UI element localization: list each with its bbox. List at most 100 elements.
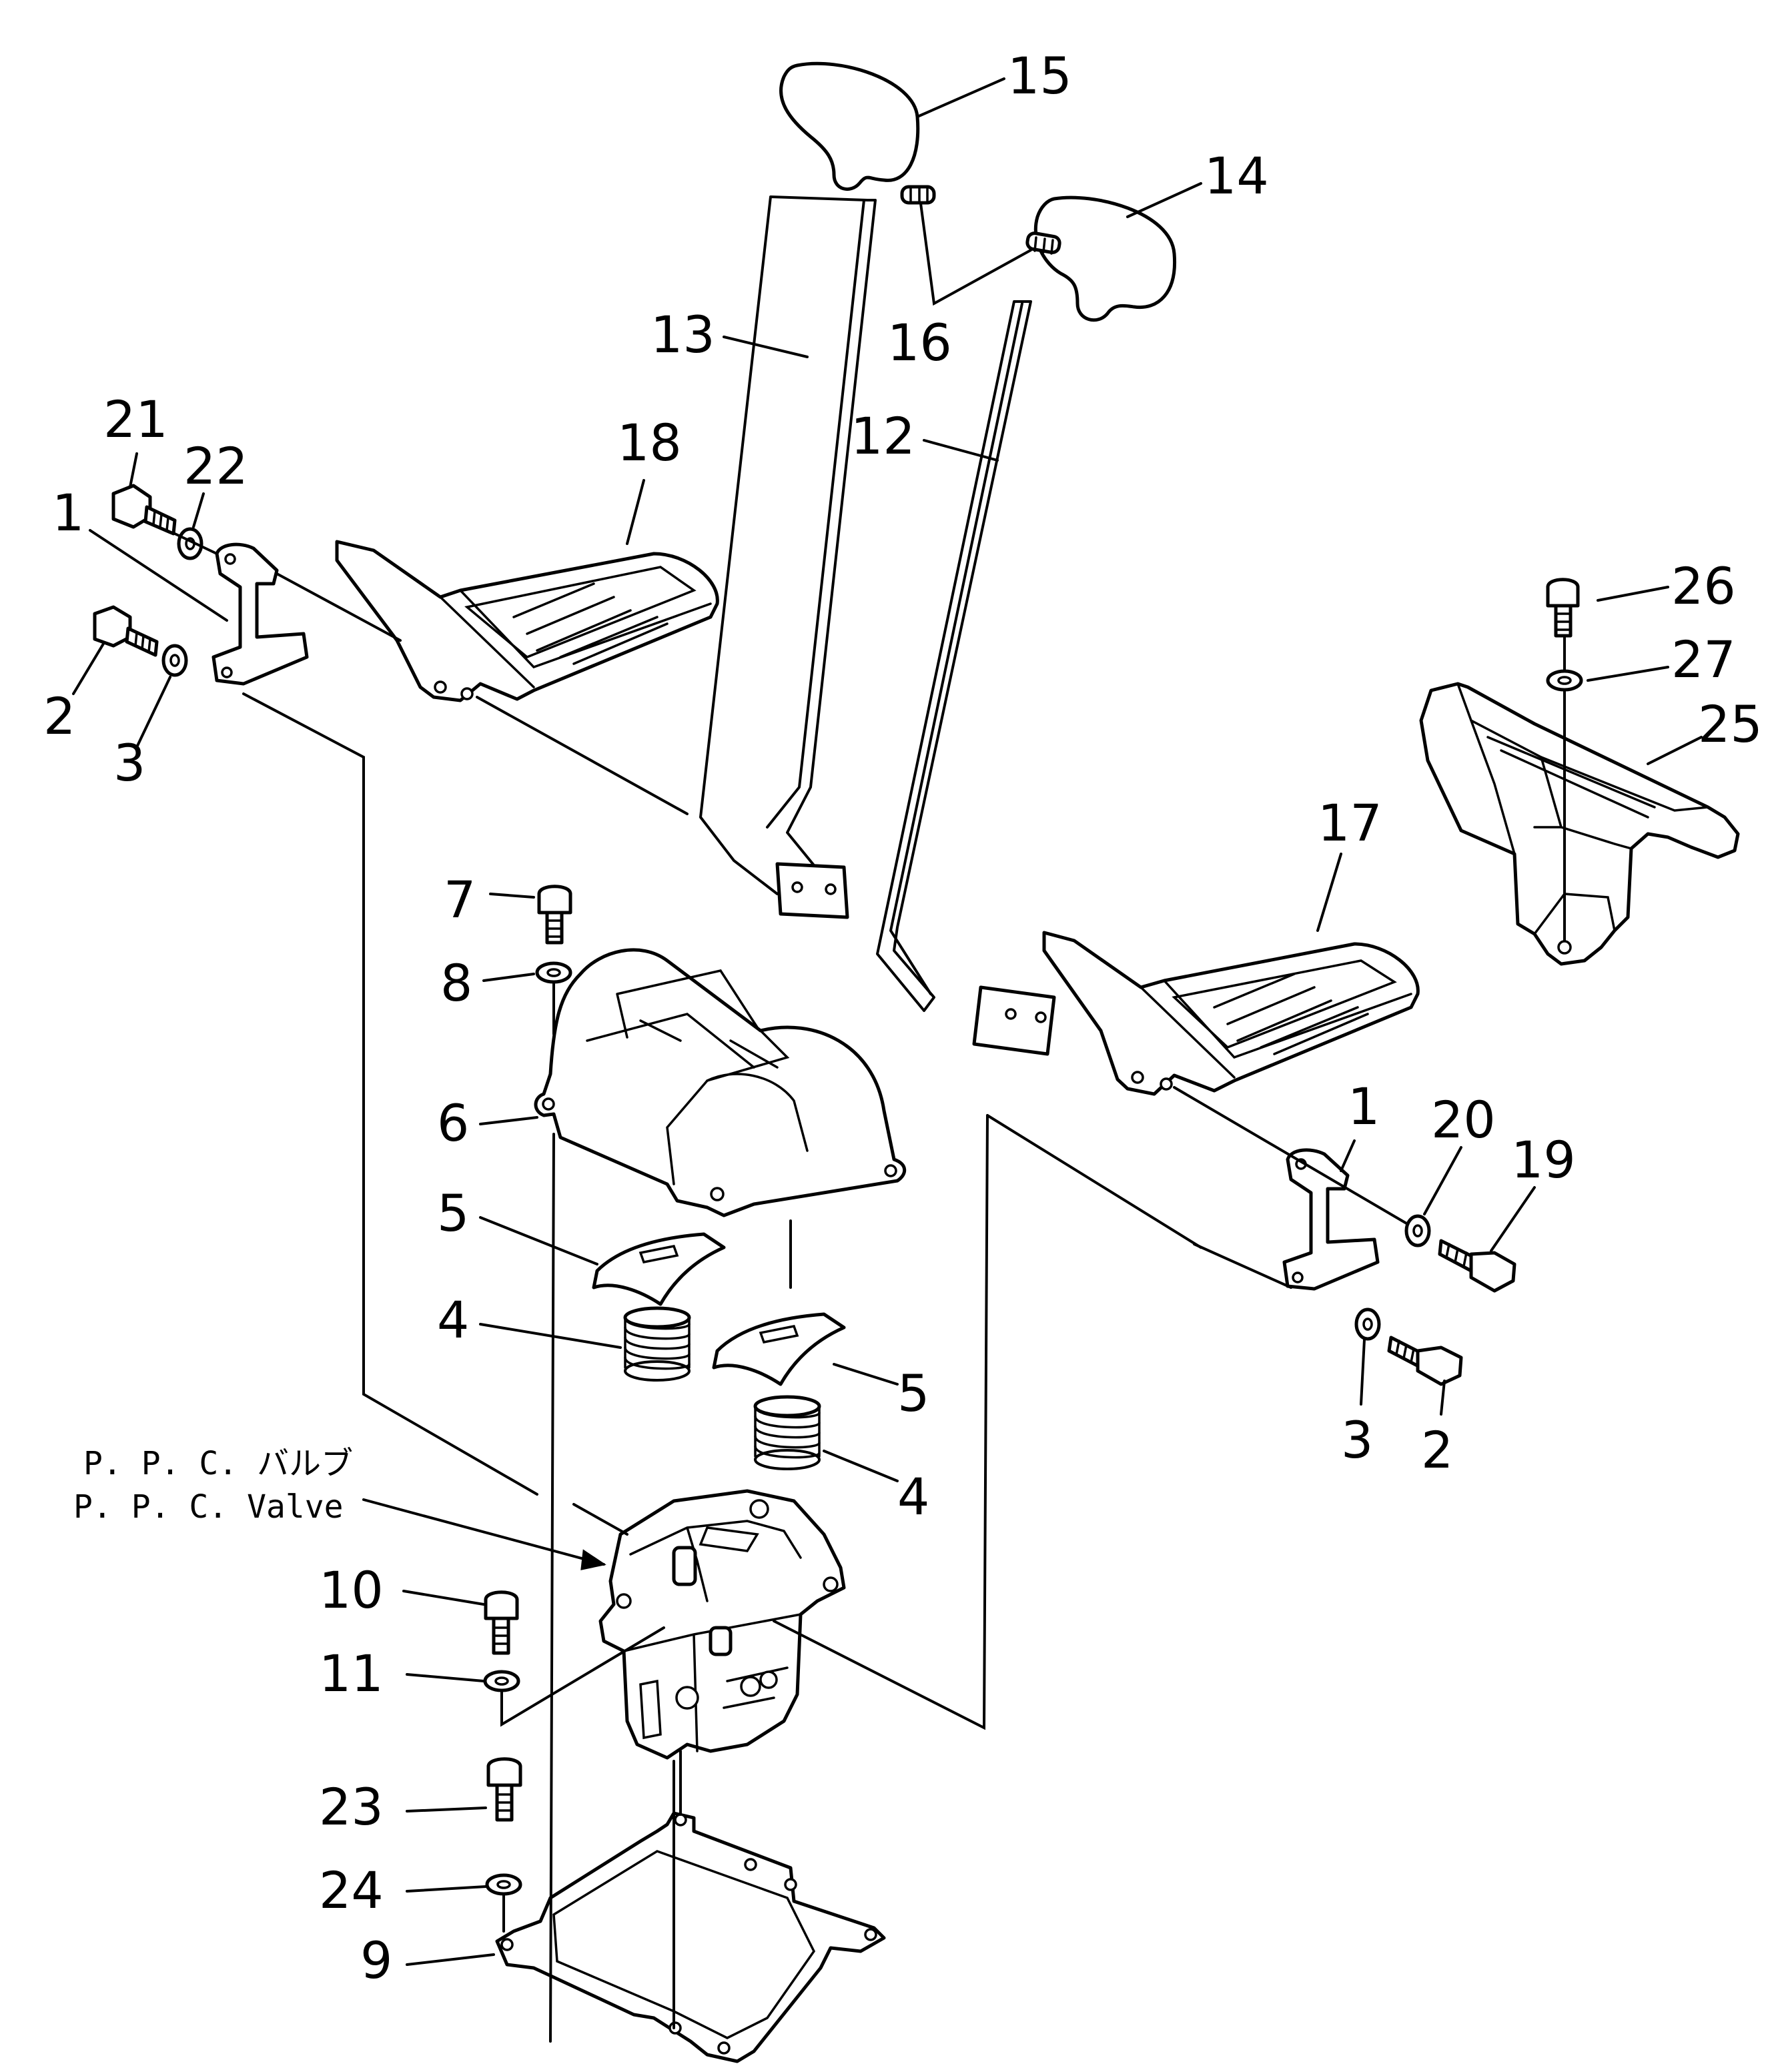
leader-1a bbox=[89, 529, 228, 622]
axis-left-bolt bbox=[173, 532, 218, 555]
leader-9 bbox=[406, 1953, 495, 1966]
valve-label-en: P. P. C. Valve bbox=[73, 1488, 344, 1526]
leader-3b bbox=[1360, 1338, 1366, 1406]
callout-13: 13 bbox=[650, 305, 715, 364]
axis-cover-mount bbox=[549, 983, 555, 2043]
leader-21 bbox=[129, 452, 138, 488]
valve-label-jp: P. P. C. バルブ bbox=[83, 1445, 353, 1482]
ppc-valve bbox=[598, 1489, 846, 1760]
lever-12 bbox=[876, 300, 1032, 1012]
leader-2b bbox=[1440, 1380, 1446, 1416]
bolt-23 bbox=[486, 1757, 522, 1787]
leader-22 bbox=[192, 492, 205, 528]
callout-10: 10 bbox=[319, 1560, 384, 1620]
leader-valve bbox=[362, 1498, 605, 1566]
cover-6 bbox=[534, 948, 907, 1217]
callout-3a: 3 bbox=[113, 733, 145, 793]
leader-14 bbox=[1126, 182, 1202, 218]
leader-25 bbox=[1647, 736, 1703, 765]
leader-26 bbox=[1597, 586, 1669, 602]
spring-4a bbox=[623, 1306, 691, 1382]
callout-1b: 1 bbox=[1348, 1077, 1380, 1136]
leader-13 bbox=[723, 336, 809, 358]
leader-5a bbox=[479, 1216, 598, 1265]
leader-12 bbox=[923, 439, 999, 462]
leader-6 bbox=[479, 1116, 538, 1125]
bolt-10 bbox=[484, 1590, 519, 1620]
callout-18: 18 bbox=[617, 413, 682, 472]
callout-12: 12 bbox=[851, 406, 915, 466]
bolt-7 bbox=[537, 885, 572, 915]
lever-13-shaft bbox=[766, 199, 865, 829]
callout-6: 6 bbox=[437, 1093, 469, 1153]
boot-5a bbox=[592, 1232, 726, 1306]
axis-left-lever bbox=[476, 696, 689, 815]
callout-3b: 3 bbox=[1341, 1410, 1373, 1470]
boot-5b bbox=[712, 1312, 846, 1386]
callout-5b: 5 bbox=[897, 1364, 929, 1423]
lever-13 bbox=[699, 195, 877, 895]
bolt-2-left bbox=[93, 605, 132, 648]
leader-17 bbox=[1316, 853, 1342, 932]
callout-14: 14 bbox=[1204, 146, 1269, 205]
leader-18 bbox=[626, 479, 645, 545]
leader-2a bbox=[72, 642, 105, 695]
callout-7: 7 bbox=[444, 870, 476, 929]
leader-11 bbox=[406, 1673, 485, 1682]
leader-27 bbox=[1587, 666, 1669, 682]
spring-4b bbox=[753, 1395, 821, 1470]
pin-16a bbox=[900, 185, 936, 205]
leader-23 bbox=[406, 1806, 487, 1812]
axis-left-pedal bbox=[276, 572, 402, 642]
leader-valve-arrow bbox=[580, 1549, 606, 1570]
callout-2b: 2 bbox=[1421, 1420, 1453, 1480]
leader-10 bbox=[402, 1590, 485, 1606]
knob-15 bbox=[779, 61, 920, 191]
callout-4b: 4 bbox=[897, 1467, 929, 1526]
pedal-17 bbox=[1042, 931, 1420, 1096]
callout-24: 24 bbox=[319, 1861, 384, 1920]
callout-15: 15 bbox=[1007, 46, 1072, 105]
axis-right-bracket bbox=[773, 1114, 1292, 1730]
callout-9: 9 bbox=[360, 1931, 392, 1990]
callout-25: 25 bbox=[1698, 694, 1763, 754]
lever-13-bracket bbox=[775, 862, 849, 919]
leader-8 bbox=[482, 973, 535, 982]
cover-25 bbox=[1419, 682, 1740, 966]
pedal-18 bbox=[335, 540, 719, 702]
callout-8: 8 bbox=[440, 953, 472, 1013]
callout-20: 20 bbox=[1431, 1090, 1496, 1149]
callout-27: 27 bbox=[1671, 630, 1736, 689]
leader-7 bbox=[489, 893, 535, 899]
leader-15 bbox=[916, 77, 1005, 118]
bracket-1-left bbox=[211, 542, 309, 686]
axis-right-pedal bbox=[1173, 1086, 1409, 1225]
callout-5a: 5 bbox=[437, 1183, 469, 1243]
leader-20 bbox=[1423, 1146, 1462, 1215]
callout-1a: 1 bbox=[52, 483, 84, 542]
plate-9 bbox=[495, 1811, 886, 2063]
callout-16: 16 bbox=[887, 313, 952, 372]
callout-11: 11 bbox=[319, 1644, 384, 1703]
callout-4a: 4 bbox=[437, 1290, 469, 1350]
callout-2a: 2 bbox=[43, 686, 75, 746]
leader-3a bbox=[135, 676, 171, 748]
callout-17: 17 bbox=[1318, 793, 1382, 853]
callout-22: 22 bbox=[183, 436, 248, 496]
callout-26: 26 bbox=[1671, 556, 1736, 616]
knob-14 bbox=[1033, 195, 1177, 322]
leader-4a bbox=[479, 1323, 622, 1349]
callout-19: 19 bbox=[1511, 1130, 1576, 1189]
callout-21: 21 bbox=[103, 390, 168, 449]
callout-23: 23 bbox=[319, 1777, 384, 1837]
leader-4b bbox=[823, 1450, 899, 1482]
bracket-1-right bbox=[1282, 1148, 1380, 1291]
axis-left-bracket bbox=[242, 692, 538, 1496]
leader-16 bbox=[919, 202, 1032, 306]
lever-12-bracket bbox=[972, 985, 1056, 1056]
leader-1b bbox=[1340, 1139, 1356, 1172]
leader-24 bbox=[406, 1885, 487, 1893]
axis-valve-bolt bbox=[500, 1626, 665, 1727]
leader-5b bbox=[833, 1363, 899, 1386]
